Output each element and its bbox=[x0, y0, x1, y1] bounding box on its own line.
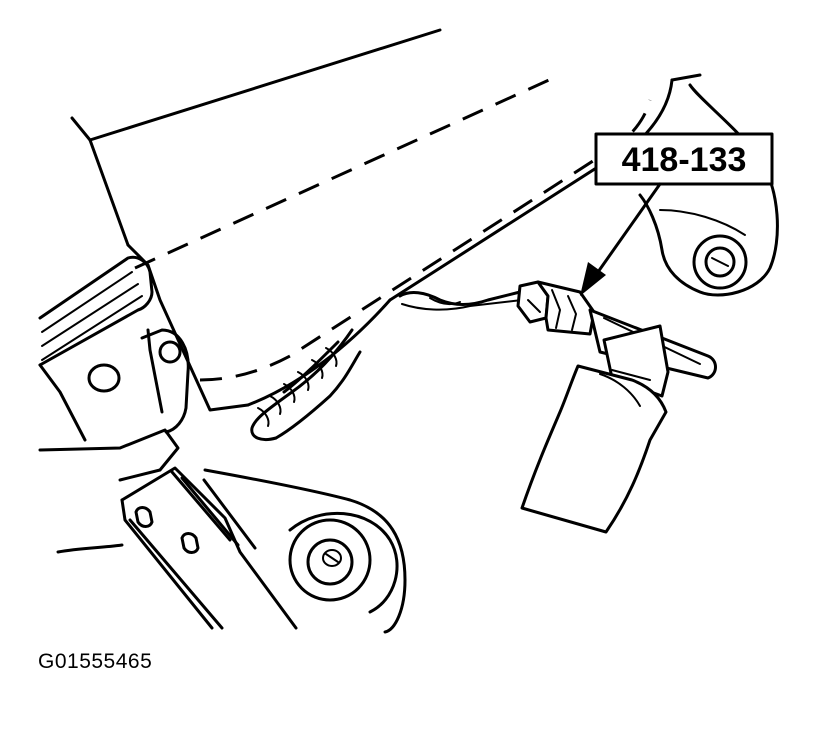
lower-rail bbox=[56, 466, 407, 634]
callout-box bbox=[594, 132, 774, 186]
special-tool bbox=[520, 308, 717, 534]
callout-arrowhead bbox=[580, 262, 606, 296]
callout-leader-line bbox=[596, 182, 662, 274]
figure-id: G01555465 bbox=[38, 650, 153, 673]
lower-boss bbox=[288, 511, 399, 614]
sensor-wire bbox=[398, 290, 523, 311]
left-mount bbox=[38, 255, 190, 482]
tool-number-label: 418-133 bbox=[622, 141, 747, 179]
wiring-harness bbox=[250, 328, 362, 442]
electrical-connector bbox=[516, 280, 596, 336]
tool-callout: 418-133 bbox=[580, 132, 774, 296]
